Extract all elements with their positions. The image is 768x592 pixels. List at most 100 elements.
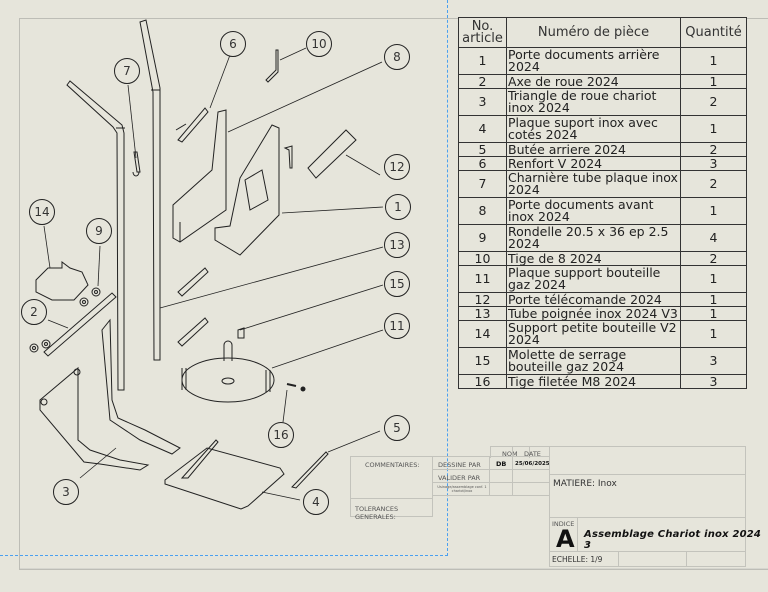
balloon-7: 7 xyxy=(114,58,140,84)
bom-cell-num: 4 xyxy=(458,115,507,143)
part-porte-doc-avant xyxy=(172,109,227,243)
bom-cell-qty: 1 xyxy=(680,292,747,307)
tb-dessine-label: DESSINE PAR xyxy=(438,461,481,469)
tb-note-cell: Usinage/assemblage conf. 1 chariot/inox xyxy=(432,482,490,496)
bom-cell-num: 7 xyxy=(458,170,507,198)
bom-cell-desc: Porte documents arrière 2024 xyxy=(506,47,681,75)
tb-tolerances: TOLERANCES GENERALES: xyxy=(350,498,433,521)
bom-cell-num: 16 xyxy=(458,374,507,389)
bom-cell-num: 10 xyxy=(458,251,507,266)
page-boundary-vertical xyxy=(447,0,448,556)
bom-header-num: No. article xyxy=(458,17,507,48)
bom-cell-qty: 2 xyxy=(680,142,747,157)
part-butee-1 xyxy=(180,439,219,479)
tb-note: Usinage/assemblage conf. 1 chariot/inox xyxy=(437,485,487,493)
bom-cell-qty: 1 xyxy=(680,320,747,348)
bom-cell-qty: 1 xyxy=(680,74,747,89)
part-support-bouteille xyxy=(35,261,89,301)
balloon-3: 3 xyxy=(53,479,79,505)
tb-commentaires: COMMENTAIRES: xyxy=(350,456,433,499)
tb-matiere: MATIERE: Inox xyxy=(553,479,617,489)
bom-cell-num: 8 xyxy=(458,197,507,225)
tb-indice-label: INDICE xyxy=(552,520,575,528)
bom-cell-num: 6 xyxy=(458,156,507,171)
tb-dessine: DESSINE PAR xyxy=(432,456,490,470)
bom-cell-num: 12 xyxy=(458,292,507,307)
bom-cell-num: 11 xyxy=(458,265,507,293)
bom-cell-qty: 1 xyxy=(680,115,747,143)
part-charniere xyxy=(132,151,141,177)
part-tige-filetee xyxy=(286,383,297,387)
tb-empty-4 xyxy=(686,551,746,567)
part-renfort-2 xyxy=(177,267,209,297)
bom-cell-num: 2 xyxy=(458,74,507,89)
tb-empty-3 xyxy=(618,551,687,567)
balloon-10: 10 xyxy=(306,31,332,57)
tb-tolerances-label: TOLERANCES GENERALES: xyxy=(355,505,399,521)
bom-cell-qty: 1 xyxy=(680,265,747,293)
tb-valide: VALIDER PAR xyxy=(432,469,490,483)
tb-empty-1 xyxy=(489,482,513,496)
bom-cell-qty: 1 xyxy=(680,47,747,75)
balloon-13: 13 xyxy=(384,232,410,258)
tb-matiere-cell: MATIERE: Inox xyxy=(549,474,746,518)
bom-cell-qty: 1 xyxy=(680,306,747,321)
bom-cell-desc: Porte télécomande 2024 xyxy=(506,292,681,307)
tb-commentaires-label: COMMENTAIRES: xyxy=(365,461,420,469)
part-tige-8 xyxy=(265,49,279,83)
tb-nom-label: NOM xyxy=(502,450,518,458)
bom-cell-desc: Tube poignée inox 2024 V3 xyxy=(506,306,681,321)
bom-cell-num: 13 xyxy=(458,306,507,321)
balloon-6: 6 xyxy=(220,31,246,57)
bom-cell-desc: Rondelle 20.5 x 36 ep 2.5 2024 xyxy=(506,224,681,252)
tb-valide-date xyxy=(512,469,550,483)
balloon-16: 16 xyxy=(268,422,294,448)
bom-cell-qty: 2 xyxy=(680,170,747,198)
tb-nom-cell: NOM xyxy=(490,446,530,458)
bom-cell-desc: Charnière tube plaque inox 2024 xyxy=(506,170,681,198)
bom-header-qty: Quantité xyxy=(680,17,747,48)
bom-cell-desc: Axe de roue 2024 xyxy=(506,74,681,89)
tb-echelle-cell: ECHELLE: 1/9 xyxy=(549,551,619,567)
part-frame-tube xyxy=(66,80,125,391)
part-axe-roue xyxy=(43,292,117,357)
bom-cell-num: 15 xyxy=(458,347,507,375)
balloon-15: 15 xyxy=(384,271,410,297)
bom-cell-num: 5 xyxy=(458,142,507,157)
part-butee-2 xyxy=(291,451,329,489)
bom-cell-qty: 3 xyxy=(680,156,747,171)
part-molette xyxy=(237,327,245,339)
tb-dessine-nom: DB xyxy=(496,460,507,468)
tb-echelle: ECHELLE: 1/9 xyxy=(552,555,603,564)
balloon-8: 8 xyxy=(384,44,410,70)
balloon-11: 11 xyxy=(384,313,410,339)
bom-cell-desc: Molette de serrage bouteille gaz 2024 xyxy=(506,347,681,375)
balloon-12: 12 xyxy=(384,154,410,180)
bom-cell-desc: Triangle de roue chariot inox 2024 xyxy=(506,88,681,116)
bom-cell-desc: Plaque suport inox avec cotés 2024 xyxy=(506,115,681,143)
bom-header-desc: Numéro de pièce xyxy=(506,17,681,48)
sheet-border xyxy=(19,18,768,570)
bom-cell-desc: Tige filetée M8 2024 xyxy=(506,374,681,389)
balloon-2: 2 xyxy=(21,299,47,325)
bom-cell-desc: Renfort V 2024 xyxy=(506,156,681,171)
bom-cell-qty: 2 xyxy=(680,251,747,266)
tb-empty-2 xyxy=(512,482,550,496)
bom-cell-desc: Tige de 8 2024 xyxy=(506,251,681,266)
part-porte-doc-arriere xyxy=(214,124,280,256)
bom-cell-desc: Butée arriere 2024 xyxy=(506,142,681,157)
balloon-4: 4 xyxy=(303,489,329,515)
tb-valide-label: VALIDER PAR xyxy=(438,474,481,482)
bom-cell-num: 3 xyxy=(458,88,507,116)
